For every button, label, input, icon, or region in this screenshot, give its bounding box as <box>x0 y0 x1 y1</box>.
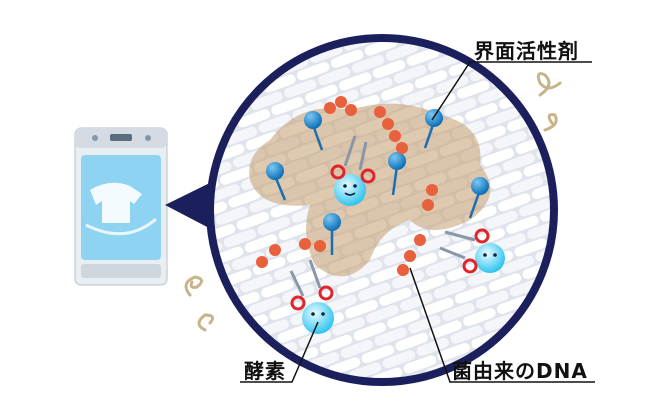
surfactant-molecules <box>266 109 489 255</box>
scissors-icon <box>330 164 376 184</box>
scissors-icon <box>290 285 334 311</box>
stain <box>249 103 491 277</box>
enzyme-characters <box>289 135 505 334</box>
leader-lines <box>240 61 595 383</box>
dna-fragments <box>256 96 438 276</box>
scissors-icon <box>462 228 490 274</box>
enzyme-label: 酵素 <box>244 359 286 383</box>
magnified-fabric <box>212 40 552 380</box>
dna-label: 菌由来のDNA <box>452 359 588 383</box>
surfactant-label: 界面活性剤 <box>474 39 579 63</box>
washing-machine <box>74 127 168 286</box>
magnifier-ring <box>206 34 558 386</box>
